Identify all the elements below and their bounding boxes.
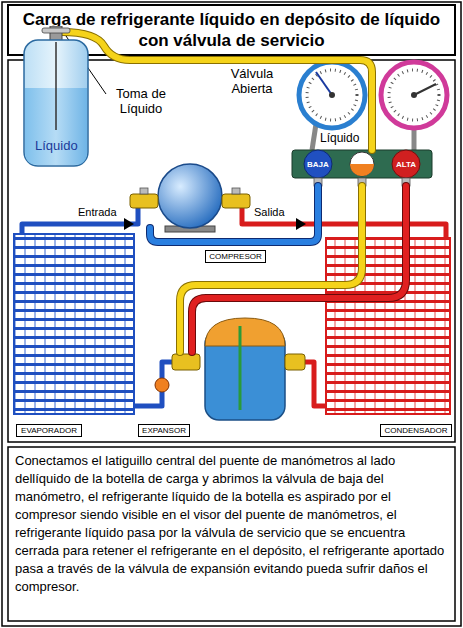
component-label: EXPANSOR (142, 425, 186, 436)
service-hoses (62, 32, 406, 352)
refrigerant-pipes (162, 362, 172, 378)
compressor-symbol (140, 188, 148, 194)
gauge-manifold (414, 84, 436, 95)
compressor-tag: COMPRESOR (205, 250, 266, 263)
flow-label: Salida (254, 206, 285, 218)
evaporator-tag: EVAPORADOR (16, 424, 82, 437)
gauge-manifold (389, 70, 439, 120)
component-label: CONDENSADOR (384, 425, 447, 436)
condenser-coil (326, 238, 450, 414)
condenser-tag: CONDENSADOR (380, 424, 452, 437)
charging-bottle: Líquido (20, 26, 92, 168)
frames (8, 60, 455, 442)
component-label: EVAPORADOR (21, 425, 77, 436)
caption-box: Conectamos el latiguillo central del pue… (8, 447, 455, 621)
gauge-manifold (381, 62, 447, 128)
compressor-symbol (130, 164, 250, 232)
compressor-symbol (158, 164, 222, 228)
gauge-manifold (299, 62, 365, 128)
gauge-manifold (292, 150, 432, 178)
gauge-manifold (307, 70, 357, 120)
gauge-manifold (350, 164, 374, 176)
valve-label: Válvula Abierta (212, 66, 292, 96)
frames (8, 447, 455, 621)
gauge-port-label: ALTA (396, 160, 416, 169)
flow-label: Entrada (78, 206, 117, 218)
service-hoses (180, 186, 362, 352)
refrigerant-pipes (124, 218, 134, 230)
refrigerant-pipes (134, 392, 162, 406)
expansion-valve (155, 378, 169, 392)
bottle-valve (42, 28, 70, 33)
expansion-valve (155, 378, 169, 392)
compressor-symbol (130, 194, 158, 208)
gauge-port-label: BAJA (307, 160, 329, 169)
gauge-manifold (350, 152, 374, 176)
refrigerant-pipes (22, 207, 138, 234)
refrigerant-pipes (305, 362, 326, 406)
evaporator-coil (14, 234, 134, 414)
component-label: COMPRESOR (209, 251, 261, 262)
bottle-body (24, 40, 88, 166)
receiver-tank (172, 354, 200, 370)
dip-tube (55, 42, 57, 130)
condenser-coil (326, 238, 450, 414)
receiver-tank (239, 326, 242, 410)
service-hoses (180, 186, 362, 352)
service-hoses (150, 186, 318, 242)
refrigerant-pipes (242, 207, 446, 238)
receiver-tank (285, 354, 305, 370)
gauge-manifold (312, 124, 316, 150)
gauge-manifold (392, 150, 420, 178)
refrigerant-pipes (296, 218, 306, 230)
service-hoses (150, 186, 318, 242)
gauge-manifold (329, 92, 335, 98)
sight-glass-label: Líquido (320, 131, 359, 145)
evaporator-coil (14, 234, 134, 414)
service-hoses (192, 186, 406, 352)
gauge-manifold (304, 150, 332, 178)
tank-label: Líquido (35, 138, 78, 153)
gauge-manifold (316, 72, 332, 95)
compressor-symbol (232, 188, 240, 194)
service-hoses (192, 186, 406, 352)
compressor-symbol (222, 194, 250, 208)
part-label: Toma de Líquido (110, 86, 172, 116)
gauge-manifold (411, 92, 417, 98)
caption-text: Conectamos el latiguillo central del pue… (15, 452, 448, 596)
expansion-tag: EXPANSOR (138, 424, 190, 437)
receiver-tank (205, 318, 285, 346)
